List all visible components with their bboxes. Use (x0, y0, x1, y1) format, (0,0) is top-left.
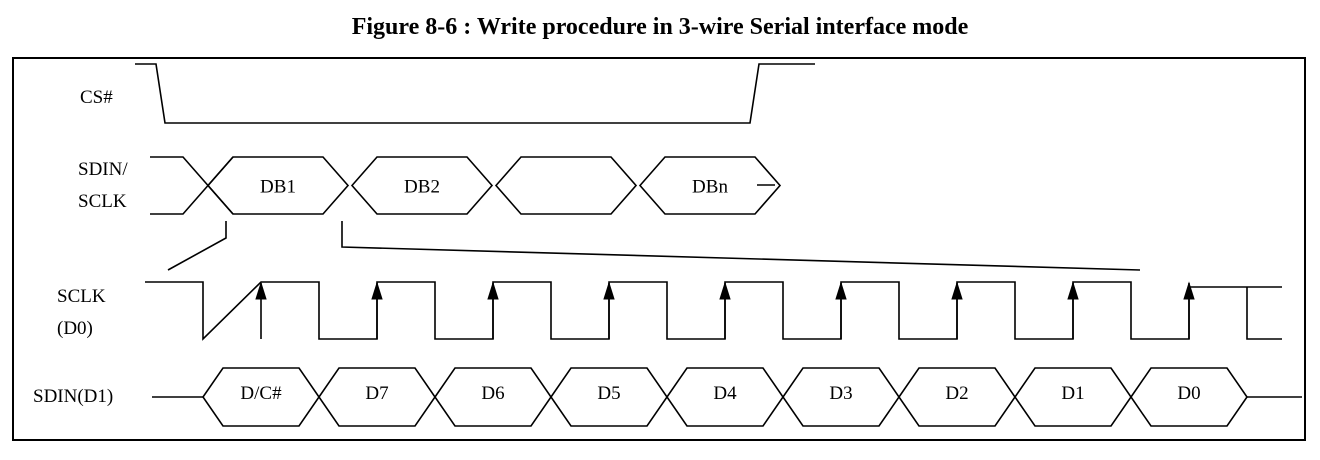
byte-cell (206, 156, 350, 215)
diagram-frame (12, 57, 1306, 441)
byte-label: DBn (692, 177, 728, 198)
sclk-clock (145, 281, 1282, 341)
bit-label: D7 (365, 383, 388, 404)
bit-label: D0 (1177, 383, 1200, 404)
bit-label: D3 (829, 383, 852, 404)
cs-label: CS# (80, 87, 113, 108)
bit-label: D5 (597, 383, 620, 404)
bit-label: D4 (713, 383, 737, 404)
cs-waveform (135, 63, 815, 124)
byte-bus: DB1 DB2 DBn (150, 156, 782, 215)
sdin-d1-label: SDIN(D1) (33, 386, 113, 407)
bit-label: D6 (481, 383, 504, 404)
sclk-label-line1: SCLK (57, 286, 106, 307)
bit-label: D2 (945, 383, 968, 404)
sdin-sclk-label-line2: SCLK (78, 191, 127, 212)
sclk-label-line2: (D0) (57, 318, 93, 339)
byte-cell (638, 156, 782, 215)
bit-cell (1130, 367, 1248, 427)
bit-label: D1 (1061, 383, 1084, 404)
bit-label: D/C# (240, 383, 282, 404)
figure-title: Figure 8-6 : Write procedure in 3-wire S… (351, 14, 969, 40)
byte-label: DB1 (260, 177, 296, 198)
byte-bus-lead (150, 156, 234, 215)
bit-bus: D/C# D7 D6 D5 D4 D3 D2 D1 D0 (152, 367, 1302, 427)
expansion-line-right (341, 221, 1141, 271)
byte-label: DB2 (404, 177, 440, 198)
sdin-sclk-label-line1: SDIN/ (78, 159, 128, 180)
expansion-line-left (167, 221, 227, 271)
byte-cell (494, 156, 638, 215)
byte-cell (350, 156, 494, 215)
sclk-waveform (145, 281, 1282, 341)
